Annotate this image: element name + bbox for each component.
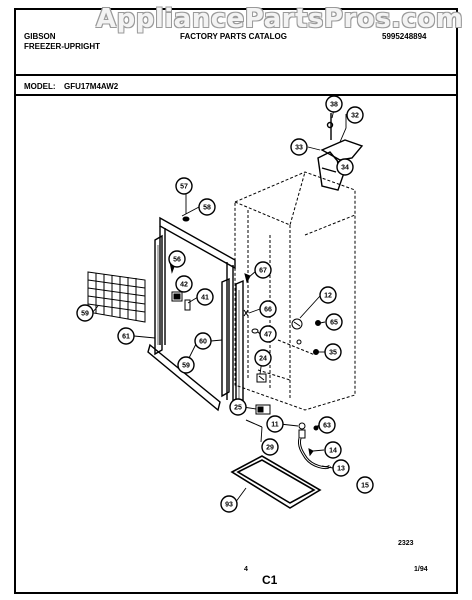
callout-93: 93 <box>220 495 238 513</box>
svg-text:13: 13 <box>337 466 345 473</box>
shelf-grille <box>87 271 146 323</box>
page-border <box>14 8 458 594</box>
callout-12: 12 <box>319 286 337 304</box>
svg-text:57: 57 <box>180 184 188 191</box>
svg-text:15: 15 <box>361 483 369 490</box>
small-parts <box>169 216 321 457</box>
svg-text:42: 42 <box>180 282 188 289</box>
callout-61: 61 <box>117 327 135 345</box>
svg-text:93: 93 <box>225 502 233 509</box>
callout-35: 35 <box>324 343 342 361</box>
leader-lines <box>91 104 347 504</box>
svg-text:66: 66 <box>264 307 272 314</box>
section-code: C1 <box>262 573 278 587</box>
callout-bubbles: 38 32 33 34 57 58 56 42 41 67 66 12 65 5… <box>76 95 374 513</box>
callout-58: 58 <box>198 198 216 216</box>
header-rule-bottom <box>14 94 458 96</box>
cabinet-outline <box>234 171 356 411</box>
svg-text:38: 38 <box>330 102 338 109</box>
svg-text:47: 47 <box>264 332 272 339</box>
page-number: 4 <box>244 566 248 573</box>
callout-67: 67 <box>254 261 272 279</box>
model-number: GFU17M4AW2 <box>64 82 119 91</box>
drain-pan <box>230 455 322 509</box>
callout-11: 11 <box>266 415 284 433</box>
svg-text:25: 25 <box>234 405 242 412</box>
callout-59-left: 59 <box>76 304 94 322</box>
callout-65: 65 <box>325 313 343 331</box>
callout-66: 66 <box>259 300 277 318</box>
callout-47: 47 <box>259 325 277 343</box>
product-type: FREEZER-UPRIGHT <box>24 42 100 51</box>
callout-38: 38 <box>325 95 343 113</box>
callout-59-bottom: 59 <box>177 356 195 374</box>
catalog-date: 1/94 <box>414 566 428 573</box>
catalog-number: 5995248894 <box>382 32 427 41</box>
svg-text:12: 12 <box>324 293 332 300</box>
callout-60: 60 <box>194 332 212 350</box>
callout-42: 42 <box>175 275 193 293</box>
callout-56: 56 <box>168 250 186 268</box>
model-label: MODEL: <box>24 82 56 91</box>
header-rule-top <box>14 74 458 76</box>
svg-text:35: 35 <box>329 350 337 357</box>
watermark-logo: AppliancePartsPros.com <box>96 4 464 34</box>
svg-text:56: 56 <box>173 257 181 264</box>
svg-text:33: 33 <box>295 145 303 152</box>
svg-text:11: 11 <box>271 422 279 429</box>
brand-name: GIBSON <box>24 32 56 41</box>
callout-57: 57 <box>175 177 193 195</box>
svg-text:29: 29 <box>266 445 274 452</box>
callout-32: 32 <box>346 106 364 124</box>
svg-text:59: 59 <box>81 311 89 318</box>
svg-text:32: 32 <box>351 113 359 120</box>
svg-text:58: 58 <box>203 205 211 212</box>
callout-13: 13 <box>332 459 350 477</box>
svg-text:14: 14 <box>329 448 337 455</box>
svg-text:59: 59 <box>182 363 190 370</box>
svg-text:24: 24 <box>259 356 267 363</box>
callout-14: 14 <box>324 441 342 459</box>
door-gasket <box>147 216 236 412</box>
callout-15: 15 <box>356 476 374 494</box>
callout-63: 63 <box>318 416 336 434</box>
drawing-code: 2323 <box>398 540 414 547</box>
svg-text:34: 34 <box>341 165 349 172</box>
svg-text:60: 60 <box>199 339 207 346</box>
svg-text:63: 63 <box>323 423 331 430</box>
svg-text:61: 61 <box>122 334 130 341</box>
callout-24: 24 <box>254 349 272 367</box>
svg-text:67: 67 <box>259 268 267 275</box>
callout-33: 33 <box>290 138 308 156</box>
callout-29: 29 <box>261 438 279 456</box>
catalog-title: FACTORY PARTS CATALOG <box>180 32 287 41</box>
callout-25: 25 <box>229 398 247 416</box>
fan-assembly <box>317 113 364 191</box>
door-liner-strip <box>154 234 163 356</box>
svg-text:65: 65 <box>330 320 338 327</box>
callout-41: 41 <box>196 288 214 306</box>
svg-text:41: 41 <box>201 295 209 302</box>
callout-34: 34 <box>336 158 354 176</box>
